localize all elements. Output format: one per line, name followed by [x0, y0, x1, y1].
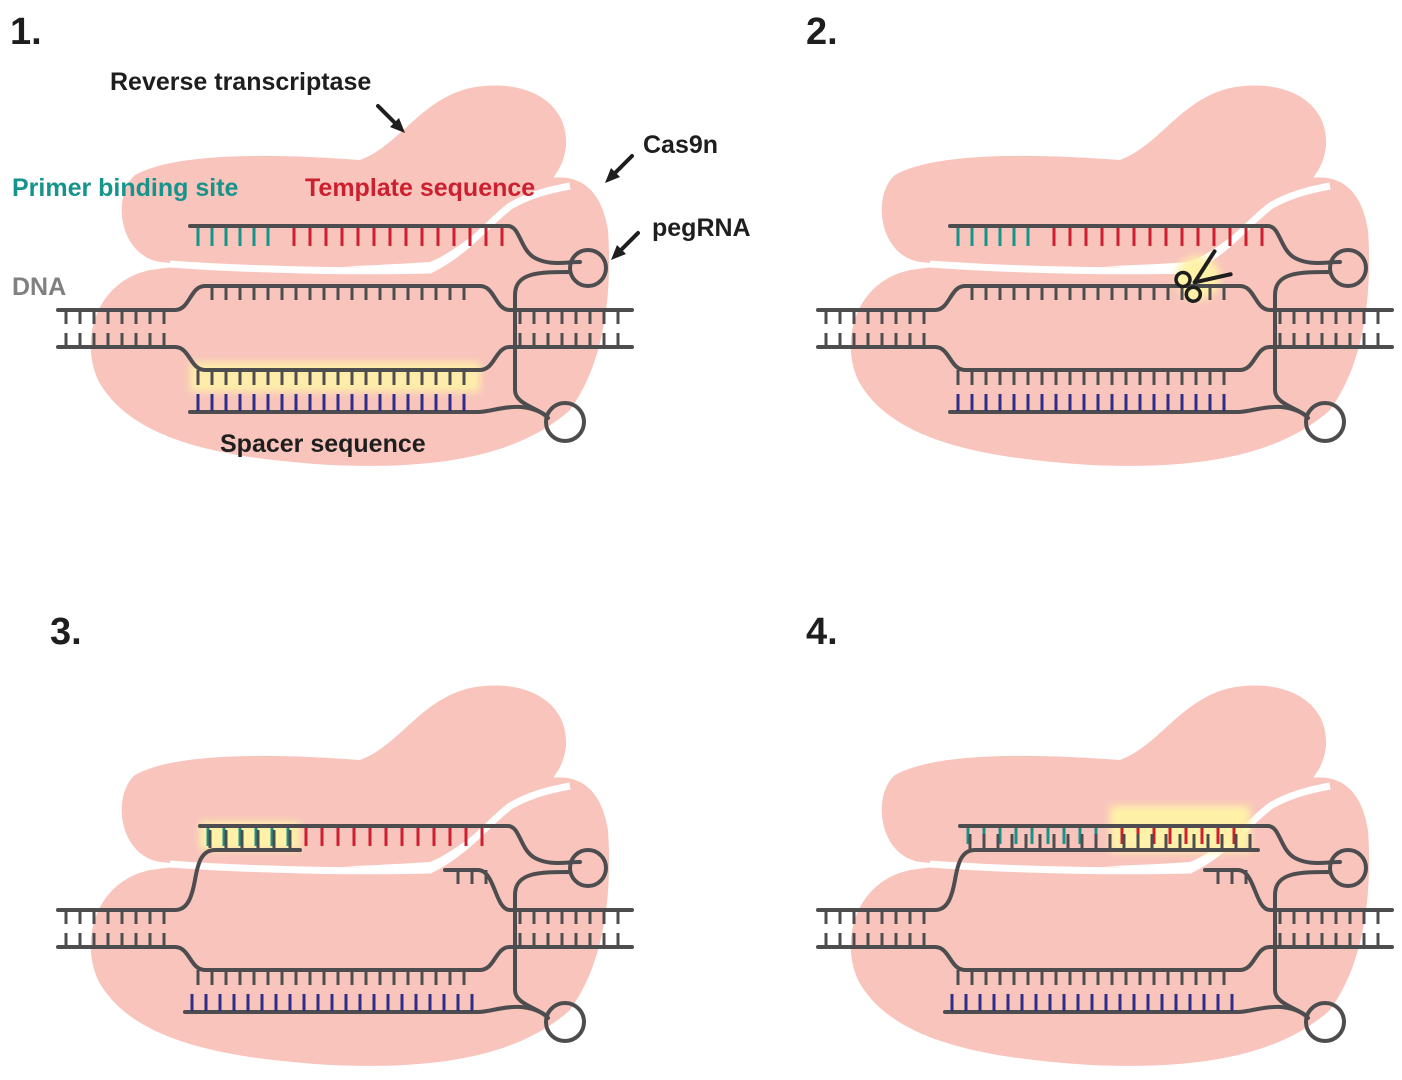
pegrna-loop-2 — [544, 401, 586, 443]
pegrna-ticks — [196, 228, 504, 411]
dna-duplex — [816, 284, 1394, 385]
spacer-backbone — [188, 404, 549, 418]
spacer-backbone — [183, 1004, 549, 1018]
protein-gap — [929, 782, 1331, 875]
dna-top-strand — [816, 284, 1394, 312]
dna-label: DNA — [12, 273, 66, 301]
panel-number: 2. — [806, 11, 838, 53]
dna-top-strand — [56, 284, 634, 312]
dna-ticks — [64, 286, 620, 385]
pegrna-loop-2 — [544, 1001, 586, 1043]
pegrna-backbone — [958, 824, 1342, 865]
pegrna-loop-2 — [1304, 1001, 1346, 1043]
dna-duplex — [56, 284, 634, 385]
pegrna — [183, 824, 608, 1043]
template-sequence-label: Template sequence — [305, 174, 535, 202]
pegrna-loop-2 — [1304, 401, 1346, 443]
arrow-icon — [376, 104, 640, 260]
panel-4: 4. — [806, 611, 1394, 1066]
reverse-transcriptase-protein — [121, 685, 567, 868]
reverse-transcriptase-protein — [881, 85, 1327, 268]
pegrna-ticks — [950, 828, 1252, 1011]
dna-top-strand-flap — [56, 848, 302, 912]
dna-ticks — [824, 870, 1380, 985]
cas9n-protein — [90, 777, 610, 1066]
protein-gap — [169, 782, 571, 875]
spacer-backbone — [948, 404, 1309, 418]
primer-binding-site-label: Primer binding site — [12, 174, 239, 202]
reverse-transcriptase-label: Reverse transcriptase — [110, 68, 371, 96]
dna-top-strand-flap — [816, 848, 1260, 912]
dna-duplex — [56, 848, 634, 985]
panel-3: 3. — [50, 611, 634, 1066]
dna-bottom-strand — [56, 345, 634, 372]
pegrna-backbone — [198, 824, 582, 865]
panel-number: 3. — [50, 611, 82, 653]
dna-bottom-strand — [56, 945, 634, 972]
dna-ticks — [824, 286, 1380, 385]
pegrna-loop — [1328, 848, 1368, 888]
dna-duplex — [816, 848, 1394, 985]
pegrna — [943, 824, 1368, 1043]
pegrna — [948, 224, 1368, 443]
pegrna-loop — [568, 848, 608, 888]
dna-bottom-strand — [816, 345, 1394, 372]
pegrna — [188, 224, 608, 443]
cas9n-protein — [850, 177, 1370, 466]
panel-number: 1. — [10, 11, 42, 53]
cas9n-label: Cas9n — [643, 131, 718, 159]
pegrna-backbone — [948, 224, 1342, 265]
dna-top-strand-right — [443, 868, 634, 912]
pegrna-label: pegRNA — [652, 214, 751, 242]
dna-top-strand-right — [1203, 868, 1394, 912]
reverse-transcriptase-protein — [121, 85, 567, 268]
panel-number: 4. — [806, 611, 838, 653]
cas9n-protein — [90, 177, 610, 466]
protein-gap — [169, 182, 571, 275]
spacer-highlight — [190, 362, 480, 392]
dna-bottom-strand — [816, 945, 1394, 972]
spacer-sequence-label: Spacer sequence — [220, 430, 426, 458]
pegrna-backbone — [188, 224, 582, 265]
pegrna-ticks — [190, 828, 484, 1011]
panel-2: 2. — [806, 11, 1394, 466]
spacer-backbone — [943, 1004, 1309, 1018]
dna-ticks — [64, 870, 620, 985]
panel-1: 1. Reverse transcriptase Cas9n pegRNA Pr… — [10, 11, 751, 466]
pegrna-ticks — [956, 228, 1264, 411]
pegrna-loop — [568, 248, 608, 288]
scissors-icon — [1174, 249, 1233, 304]
pegrna-loop — [1328, 248, 1368, 288]
